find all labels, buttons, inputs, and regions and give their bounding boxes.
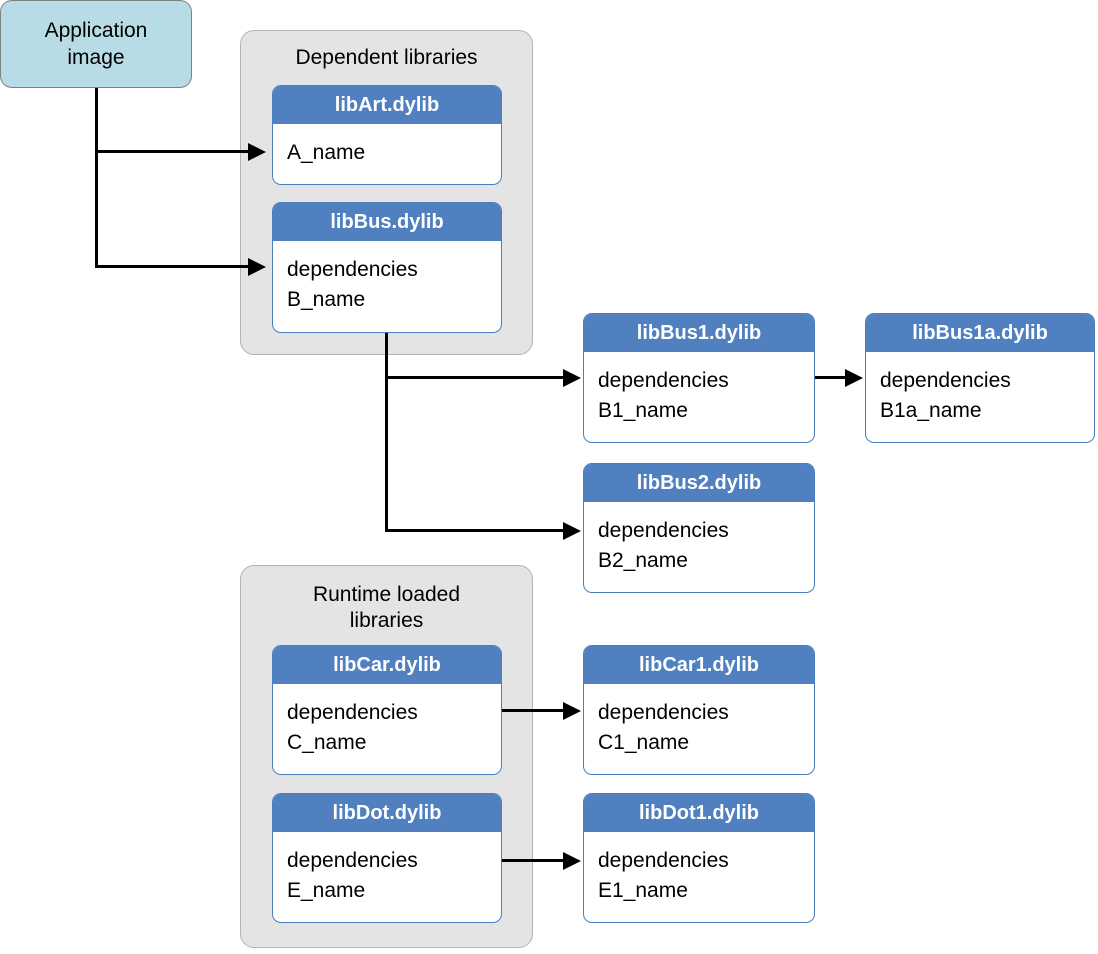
card-libcar1[interactable]: libCar1.dylib dependencies C1_name [583,645,815,775]
card-libcar1-title: libCar1.dylib [584,646,814,684]
card-libart-body: A_name [287,141,366,164]
edge-libcar-to-libcar1-line [502,709,565,712]
card-libdot-title: libDot.dylib [273,794,501,832]
card-libdot1-body: dependencies E1_name [598,849,729,902]
card-libart-title: libArt.dylib [273,86,501,124]
card-libbus1-title: libBus1.dylib [584,314,814,352]
edge-libbus-to-libbus2-arrowhead [563,522,581,540]
card-libbus1a[interactable]: libBus1a.dylib dependencies B1a_name [865,313,1095,443]
edge-app-to-libBus-arrowhead [248,258,266,276]
node-application-image[interactable]: Application image [0,0,192,88]
card-libdot[interactable]: libDot.dylib dependencies E_name [272,793,502,923]
card-libart[interactable]: libArt.dylib A_name [272,85,502,185]
edge-app-trunk [95,88,98,268]
card-libcar-body: dependencies C_name [287,701,418,754]
card-libbus1a-body: dependencies B1a_name [880,369,1011,422]
card-libbus1a-title: libBus1a.dylib [866,314,1094,352]
edge-libbus1-to-libbus1a-line [815,376,847,379]
edge-libbus-to-libbus2-line [385,529,565,532]
card-libcar[interactable]: libCar.dylib dependencies C_name [272,645,502,775]
card-libbus2-title: libBus2.dylib [584,464,814,502]
group-dependent-libraries-title: Dependent libraries [295,46,478,69]
edge-app-to-libArt-line [95,150,250,153]
card-libcar-title: libCar.dylib [273,646,501,684]
card-libdot1-title: libDot1.dylib [584,794,814,832]
edge-libbus-to-libbus1-line [385,376,565,379]
card-libbus1[interactable]: libBus1.dylib dependencies B1_name [583,313,815,443]
card-libbus-body: dependencies B_name [287,258,418,311]
card-libbus1-body: dependencies B1_name [598,369,729,422]
card-libbus[interactable]: libBus.dylib dependencies B_name [272,202,502,333]
group-runtime-loaded-libraries-title: Runtime loaded libraries [312,583,461,632]
edge-libbus1-to-libbus1a-arrowhead [845,369,863,387]
edge-libdot-to-libdot1-line [502,859,565,862]
card-libcar1-body: dependencies C1_name [598,701,729,754]
node-application-image-label: Application image [44,19,148,69]
card-libbus-title: libBus.dylib [273,203,501,241]
edge-libcar-to-libcar1-arrowhead [563,702,581,720]
card-libbus2[interactable]: libBus2.dylib dependencies B2_name [583,463,815,593]
card-libbus2-body: dependencies B2_name [598,519,729,572]
edge-app-to-libArt-arrowhead [248,143,266,161]
edge-app-to-libBus-line [95,265,250,268]
card-libdot1[interactable]: libDot1.dylib dependencies E1_name [583,793,815,923]
card-libdot-body: dependencies E_name [287,849,418,902]
edge-libbus-to-libbus1-arrowhead [563,369,581,387]
edge-libdot-to-libdot1-arrowhead [563,852,581,870]
edge-libbus-trunk [385,333,388,532]
